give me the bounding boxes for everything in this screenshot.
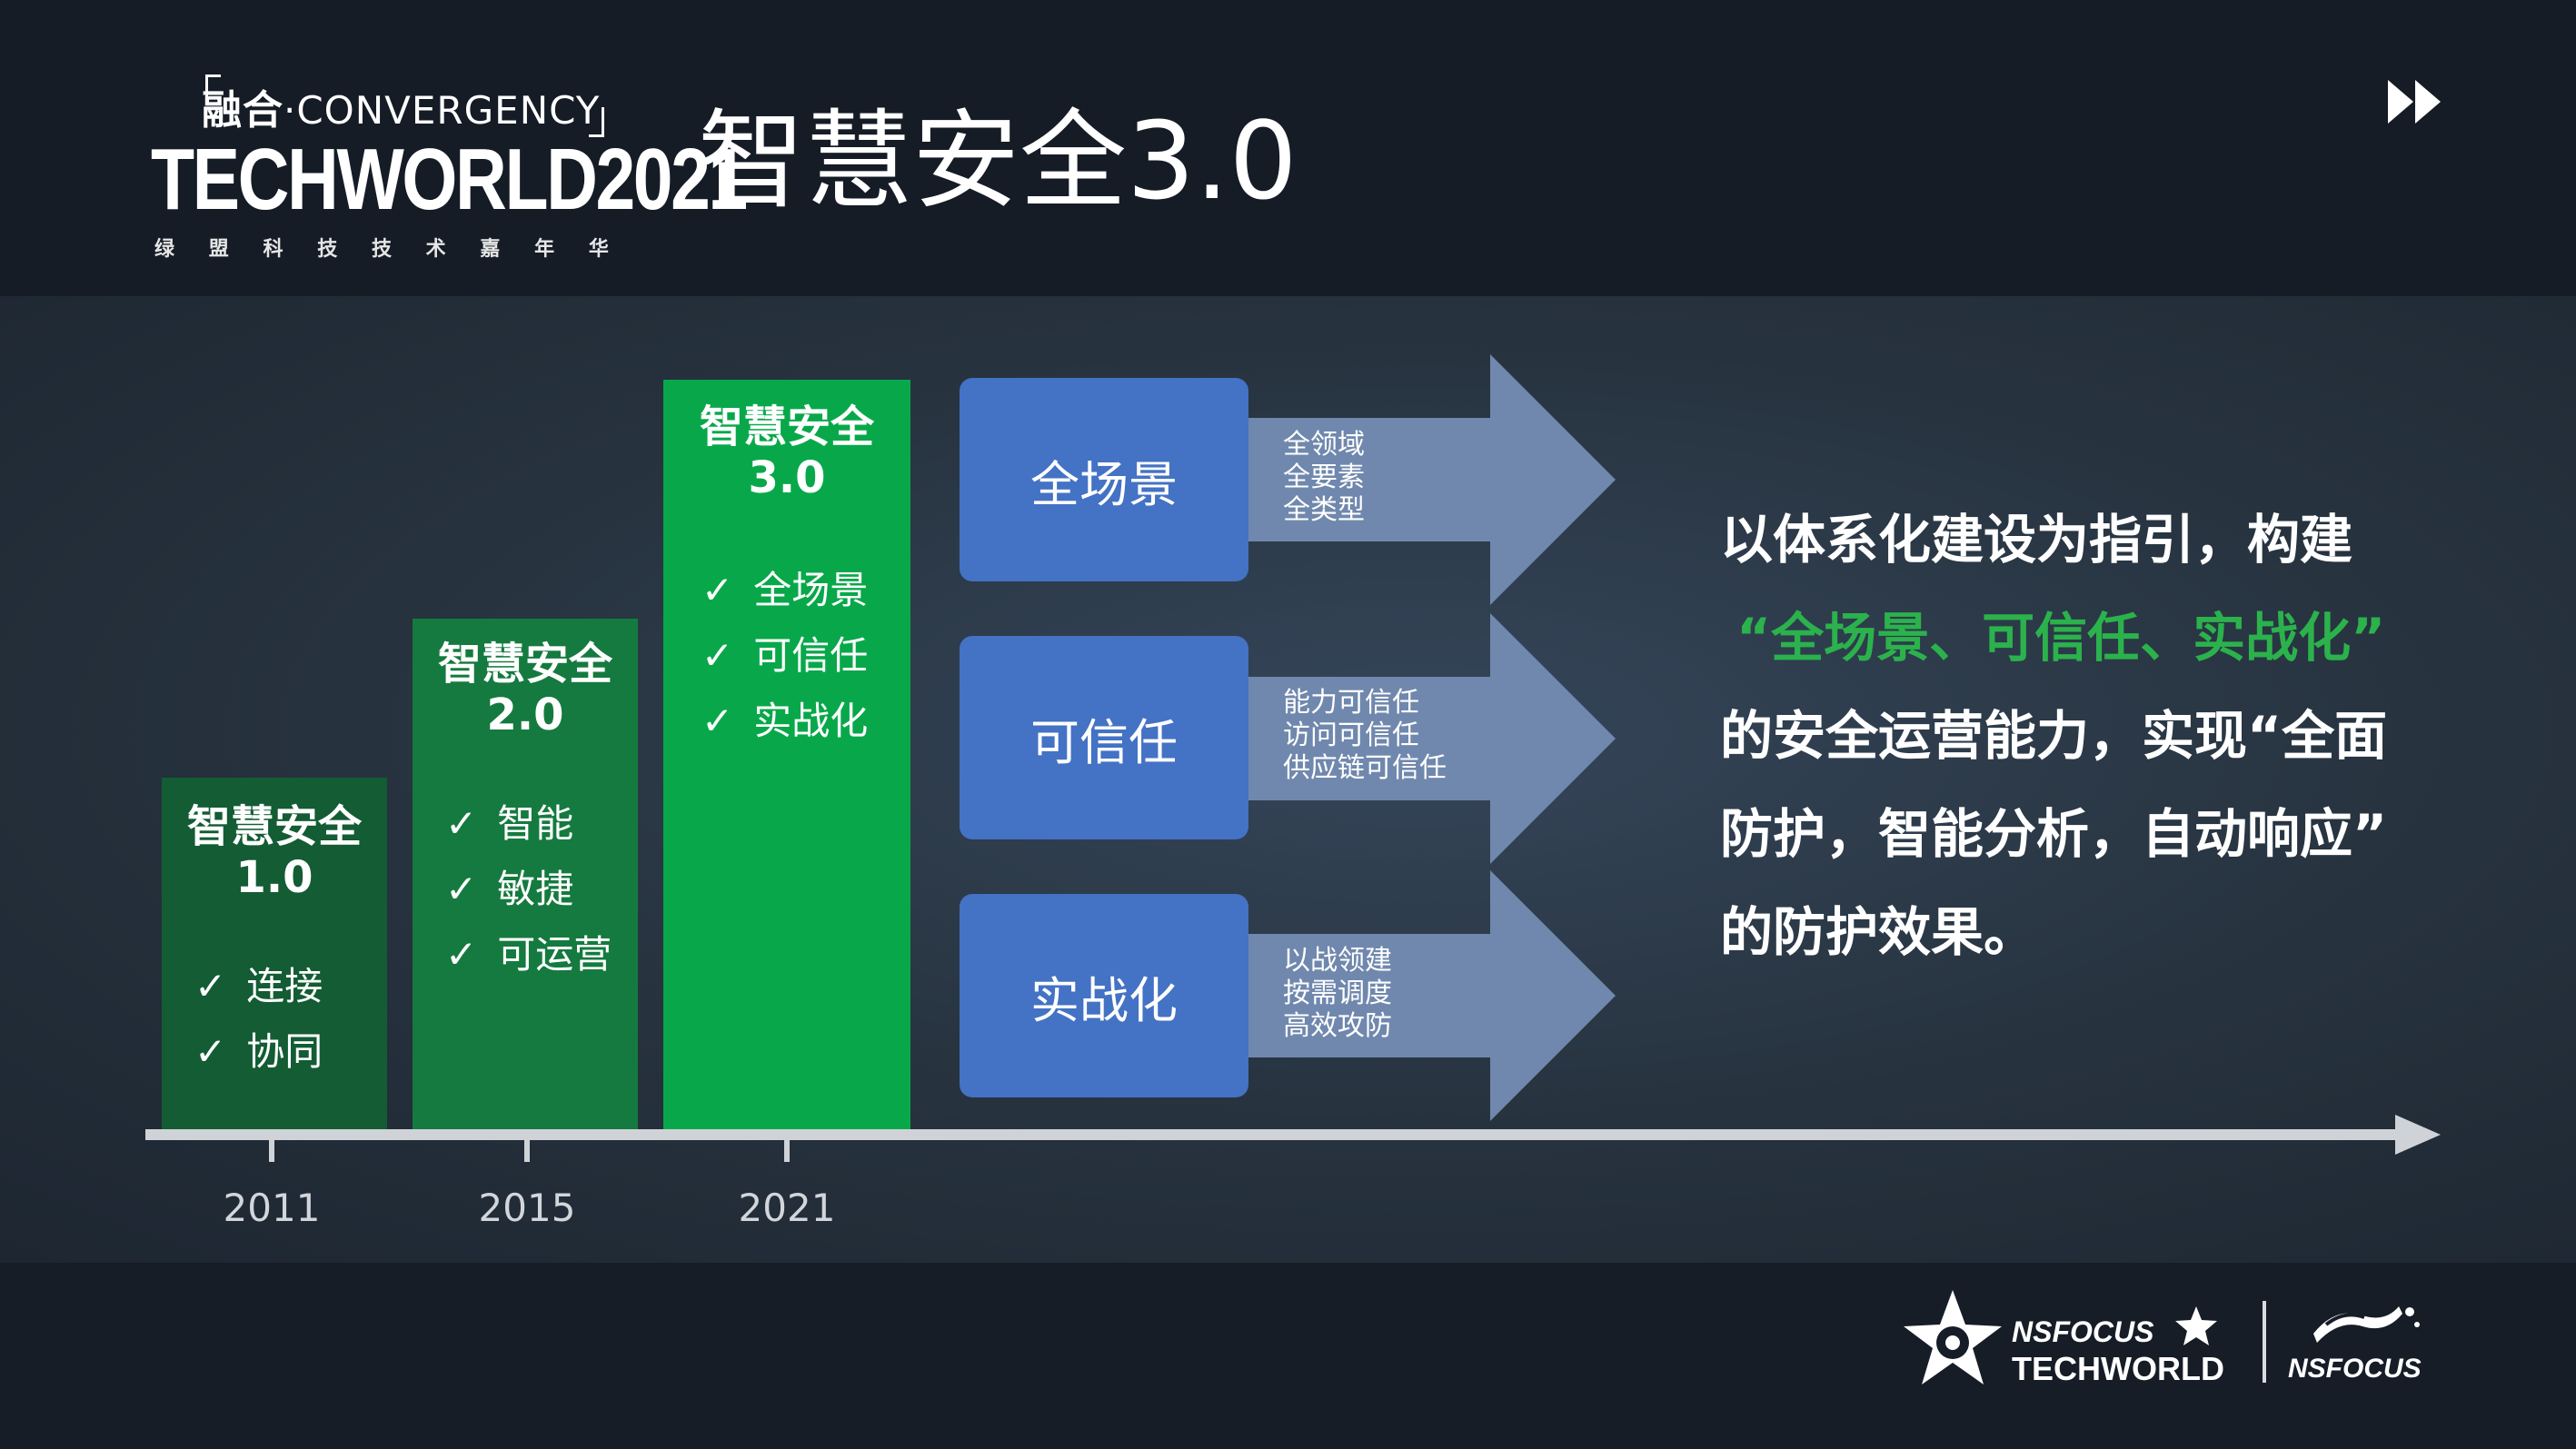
- logo-sub-char: 华: [588, 238, 609, 261]
- logo-sub-char: 绿: [154, 238, 175, 261]
- logo-sub-char: 技: [317, 238, 338, 261]
- summary-line: 防护，智能分析，自动响应”: [1720, 803, 2388, 865]
- pillar-box: 实战化: [960, 894, 1248, 1097]
- logo-subtitle: 绿 盟 科 技 技 术 嘉 年 华: [154, 233, 609, 262]
- list-item: ✓ 协同: [194, 1021, 323, 1077]
- footer-band: [0, 1263, 2576, 1449]
- logo-en-text: CONVERGENCY: [296, 88, 601, 133]
- list-item-label: 可信任: [753, 633, 869, 678]
- pillar-detail: 按需调度: [1283, 978, 1392, 1009]
- footer-brand-bottom: TECHWORLD: [2012, 1350, 2224, 1387]
- pillar-details: 以战领建 按需调度 高效攻防: [1283, 945, 1392, 1043]
- pillar-detail: 全要素: [1283, 461, 1365, 493]
- star-icon: [2175, 1306, 2217, 1345]
- timeline-axis: [145, 1129, 2417, 1140]
- pillar-detail: 供应链可信任: [1283, 752, 1447, 784]
- list-item: ✓ 实战化: [701, 690, 868, 746]
- list-item-label: 全场景: [753, 568, 869, 612]
- pillar-details: 能力可信任 访问可信任 供应链可信任: [1283, 687, 1447, 785]
- check-icon: ✓: [445, 801, 478, 846]
- summary-line: 的防护效果。: [1720, 901, 2037, 963]
- pillar-detail: 能力可信任: [1283, 687, 1419, 719]
- list-item-label: 可运营: [497, 932, 612, 977]
- footer-divider: [2263, 1301, 2266, 1383]
- pillar-label: 可信任: [1030, 713, 1178, 771]
- list-item: ✓ 全场景: [701, 560, 868, 615]
- fast-forward-icon[interactable]: [2388, 78, 2444, 125]
- logo-sub-char: 年: [534, 238, 555, 261]
- column-title-line1: 智慧安全: [186, 801, 362, 852]
- pillar-box: 可信任: [960, 636, 1248, 839]
- pillar-detail: 全领域: [1283, 429, 1365, 461]
- summary-line: 以体系化建设为指引，构建: [1720, 509, 2353, 571]
- check-icon: ✓: [194, 1029, 227, 1074]
- logo-sub-char: 技: [371, 238, 392, 261]
- logo-sub-char: 术: [425, 238, 446, 261]
- check-icon: ✓: [701, 699, 734, 743]
- footer-brand-2: NSFOCUS: [2288, 1354, 2422, 1384]
- list-item: ✓ 敏捷: [445, 858, 573, 914]
- logo-bracket-left: [205, 74, 221, 104]
- list-item: ✓ 可信任: [701, 625, 868, 680]
- pillar-box: 全场景: [960, 378, 1248, 581]
- logo-bracket-right: [589, 107, 604, 137]
- pillar-label: 实战化: [1030, 971, 1178, 1029]
- header-band: [0, 0, 2576, 296]
- list-item-label: 敏捷: [497, 867, 574, 911]
- timeline-year: 2021: [738, 1186, 836, 1230]
- pillar-label: 全场景: [1030, 455, 1178, 513]
- column-title-line1: 智慧安全: [699, 402, 874, 452]
- logo-dot: ·: [283, 88, 297, 133]
- list-item-label: 协同: [246, 1029, 323, 1074]
- timeline-tick: [269, 1140, 274, 1162]
- list-item-label: 智能: [497, 801, 574, 846]
- logo-sub-char: 盟: [208, 238, 229, 261]
- logo-techworld: TECHWORLD2021: [151, 131, 748, 228]
- timeline-tick: [524, 1140, 530, 1162]
- logo-cn-text: 融合: [202, 87, 283, 134]
- check-icon: ✓: [194, 964, 227, 1008]
- timeline-year: 2015: [478, 1186, 576, 1230]
- column-title-line2: 3.0: [748, 452, 826, 503]
- nsfocus-star-logo-icon: [1904, 1290, 2002, 1384]
- column-title: 智慧安全 1.0: [162, 801, 387, 903]
- pillar-arrow: [1245, 870, 1616, 1121]
- column-1-0: 智慧安全 1.0 ✓ 连接 ✓ 协同: [162, 778, 387, 1132]
- column-title-line2: 2.0: [486, 690, 564, 740]
- logo-sub-char: 嘉: [480, 238, 501, 261]
- check-icon: ✓: [445, 867, 478, 911]
- column-3-0: 智慧安全 3.0 ✓ 全场景 ✓ 可信任 ✓ 实战化: [663, 380, 910, 1132]
- list-item-label: 连接: [246, 964, 323, 1008]
- check-icon: ✓: [701, 633, 734, 678]
- logo-convergency: 融合·CONVERGENCY: [202, 77, 600, 135]
- column-title-line2: 1.0: [235, 852, 313, 903]
- pillar-detail: 全类型: [1283, 494, 1365, 526]
- column-title: 智慧安全 3.0: [663, 402, 910, 503]
- timeline-year: 2011: [223, 1186, 321, 1230]
- column-title-line1: 智慧安全: [437, 639, 612, 690]
- nsfocus-flag-icon: [2313, 1306, 2420, 1343]
- pillar-detail: 访问可信任: [1283, 720, 1419, 751]
- page-title: 智慧安全3.0: [698, 98, 1298, 223]
- summary-line-highlight: “全场景、可信任、实战化”: [1736, 607, 2386, 669]
- timeline-arrowhead: [2395, 1115, 2441, 1155]
- list-item: ✓ 连接: [194, 956, 323, 1011]
- pillar-details: 全领域 全要素 全类型: [1283, 429, 1365, 527]
- pillar-arrow: [1245, 354, 1616, 605]
- column-title: 智慧安全 2.0: [413, 639, 638, 740]
- timeline-tick: [784, 1140, 790, 1162]
- column-2-0: 智慧安全 2.0 ✓ 智能 ✓ 敏捷 ✓ 可运营: [413, 619, 638, 1132]
- check-icon: ✓: [701, 568, 734, 612]
- summary-line: 的安全运营能力，实现“全面: [1720, 705, 2388, 767]
- list-item: ✓ 可运营: [445, 924, 612, 979]
- pillar-arrow: [1245, 613, 1616, 864]
- footer-brand-top: NSFOCUS: [2012, 1315, 2154, 1348]
- summary-paragraph: 以体系化建设为指引，构建 “全场景、可信任、实战化” 的安全运营能力，实现“全面…: [1720, 491, 2538, 981]
- pillar-detail: 高效攻防: [1283, 1010, 1392, 1042]
- list-item-label: 实战化: [753, 699, 869, 743]
- list-item: ✓ 智能: [445, 793, 573, 849]
- logo-sub-char: 科: [263, 238, 283, 261]
- check-icon: ✓: [445, 932, 478, 977]
- pillar-detail: 以战领建: [1283, 945, 1392, 977]
